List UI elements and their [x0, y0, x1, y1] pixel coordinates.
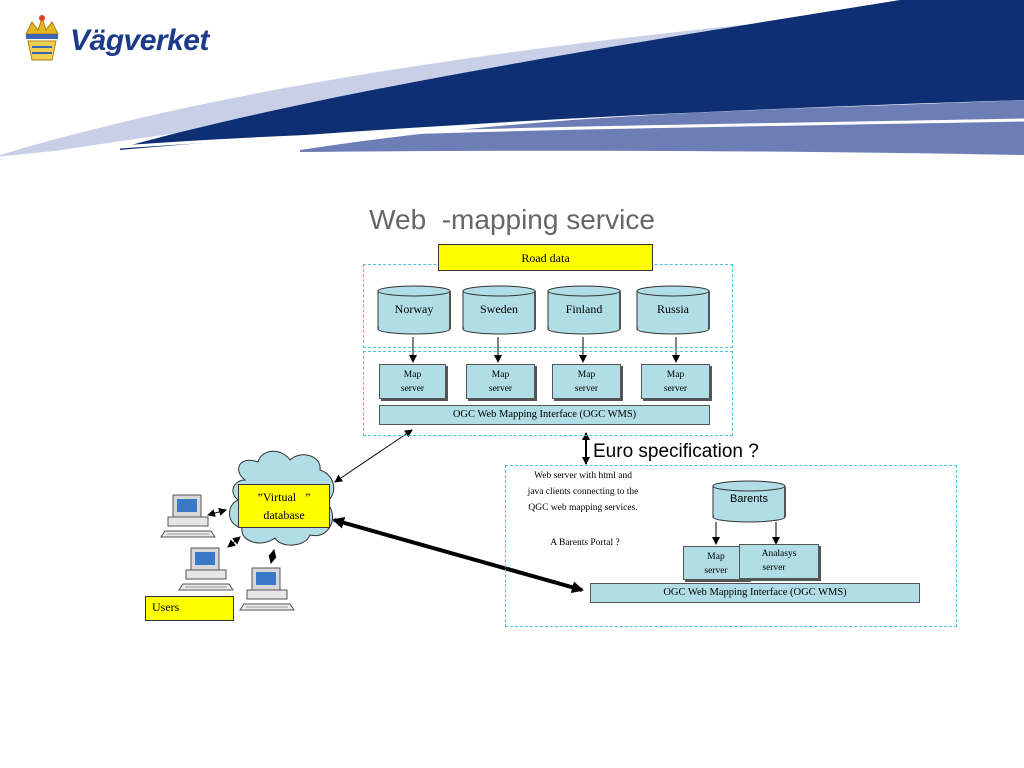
map-server-line2: server: [704, 566, 728, 576]
virtual-db-to-barents-arrow: [332, 516, 584, 594]
map-server-finland: Map server: [552, 364, 621, 399]
crown-logo-icon: [25, 15, 59, 61]
map-servers-container: [363, 351, 733, 436]
computer-icon: [239, 567, 295, 611]
computer-icon: [160, 494, 216, 538]
virtual-db-line1: ”Virtual ”: [257, 490, 311, 504]
barents-portal-label: A Barents Portal ?: [550, 538, 620, 548]
barents-database-icon: [712, 480, 786, 523]
country-label-sweden: Sweden: [480, 302, 518, 316]
barents-arrows: [712, 522, 780, 545]
map-server-line1: Map: [403, 370, 422, 380]
map-server-line2: server: [488, 384, 513, 394]
country-label-norway: Norway: [394, 302, 434, 316]
road-data-label: Road data: [438, 244, 653, 271]
cylinder-to-server-arrows: [409, 337, 680, 363]
description-line: java clients connecting to the: [527, 487, 639, 497]
wms-top-bar: OGC Web Mapping Interface (OGC WMS): [379, 405, 710, 425]
cloud-to-wms-arrow: [334, 429, 413, 483]
title-part-mapping: -mapping service: [441, 204, 655, 235]
map-server-norway: Map server: [379, 364, 446, 399]
map-server-line1: Map: [666, 370, 685, 380]
virtual-database-label: ”Virtual ” database: [238, 484, 330, 528]
barents-description: Web server with html and java clients co…: [503, 468, 663, 516]
map-server-line2: server: [663, 384, 688, 394]
description-line: Web server with html and: [534, 471, 632, 481]
computer-icons: [160, 494, 295, 611]
barents-map-server: Map server: [683, 546, 749, 580]
euro-specification-label: Euro specification ?: [593, 441, 759, 462]
analysis-server: Analasys server: [739, 544, 819, 579]
wms-barents-bar: OGC Web Mapping Interface (OGC WMS): [590, 583, 920, 603]
computer-icon: [178, 547, 234, 591]
database-cylinder-icon: [462, 285, 536, 335]
analysis-server-line2: server: [762, 563, 786, 573]
users-label: Users: [145, 596, 234, 621]
title-part-web: Web: [369, 204, 427, 235]
map-server-line1: Map: [491, 370, 510, 380]
map-server-russia: Map server: [641, 364, 710, 399]
analysis-server-line1: Analasys: [761, 549, 797, 559]
country-label-finland: Finland: [565, 302, 603, 316]
database-cylinder-icon: [377, 285, 451, 335]
barents-container: [505, 465, 957, 627]
country-label-russia: Russia: [656, 302, 689, 316]
barents-db-label: Barents: [730, 493, 768, 505]
description-line: QGC web mapping services.: [528, 503, 638, 513]
header-wave-graphic: [0, 0, 1024, 160]
country-cylinders: [377, 285, 710, 335]
database-cylinder-icon: [547, 285, 621, 335]
map-server-line1: Map: [707, 552, 725, 562]
computer-to-cloud-arrows: [207, 508, 277, 564]
map-server-line2: server: [574, 384, 599, 394]
map-server-line1: Map: [577, 370, 596, 380]
slide-title: Web -mapping service: [0, 204, 1024, 236]
virtual-db-line2: database: [263, 508, 305, 522]
vagverket-logo-text: Vägverket: [70, 24, 209, 57]
database-cylinder-icon: [636, 285, 710, 335]
map-server-sweden: Map server: [466, 364, 535, 399]
map-server-line2: server: [400, 384, 425, 394]
